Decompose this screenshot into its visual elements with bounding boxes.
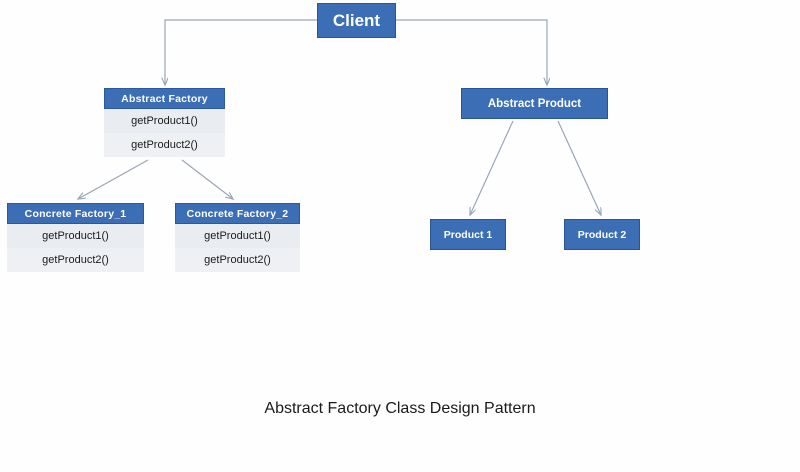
connector-abstract-factory-to-concrete-factory-1	[78, 159, 149, 199]
connector-abstract-product-to-product-1	[470, 120, 514, 215]
node-client[interactable]: Client	[317, 3, 396, 38]
node-product-2[interactable]: Product 2	[564, 219, 640, 250]
connector-abstract-factory-to-concrete-factory-2	[181, 159, 233, 199]
node-concrete-factory-2[interactable]: Concrete Factory_2 getProduct1() getProd…	[175, 203, 300, 272]
node-abstract-factory-method-2: getProduct2()	[104, 133, 225, 157]
node-abstract-factory[interactable]: Abstract Factory getProduct1() getProduc…	[104, 88, 225, 157]
diagram-caption: Abstract Factory Class Design Pattern	[264, 400, 536, 417]
node-concrete-factory-2-method-2: getProduct2()	[175, 248, 300, 272]
node-concrete-factory-1-method-1: getProduct1()	[7, 224, 144, 248]
node-concrete-factory-1-method-2: getProduct2()	[7, 248, 144, 272]
node-concrete-factory-1-title: Concrete Factory_1	[7, 203, 144, 224]
connector-client-to-abstract-factory	[165, 19, 317, 85]
node-concrete-factory-2-title: Concrete Factory_2	[175, 203, 300, 224]
node-concrete-factory-2-method-1: getProduct1()	[175, 224, 300, 248]
node-abstract-factory-title: Abstract Factory	[104, 88, 225, 109]
node-concrete-factory-1[interactable]: Concrete Factory_1 getProduct1() getProd…	[7, 203, 144, 272]
node-abstract-factory-method-1: getProduct1()	[104, 109, 225, 133]
connector-abstract-product-to-product-2	[557, 120, 601, 215]
node-abstract-product[interactable]: Abstract Product	[461, 88, 608, 119]
connector-client-to-abstract-product	[396, 19, 547, 85]
node-product-1[interactable]: Product 1	[430, 219, 506, 250]
